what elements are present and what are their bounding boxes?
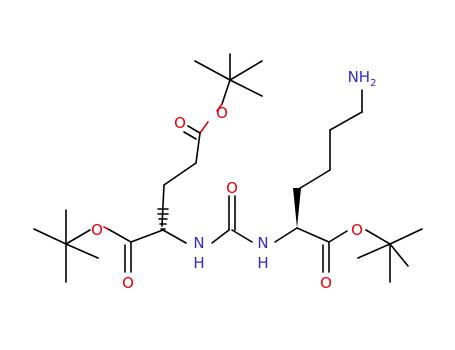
bond-alpha-right-to-carbonyl [296,227,330,243]
n-left-label: N [193,234,204,252]
o-carbonyl-top-label: O [174,114,186,132]
bond-ester-o-to-carbonyl-top [199,121,209,134]
bond-o-ester-top [216,103,223,112]
o-carbonyl-right-label: O [320,274,332,292]
o-ester-top-label: O [216,104,228,122]
bond-alpha-left-to-carbonyl [130,229,164,243]
o-urea-label: O [226,179,238,197]
bond-nh-left-to-urea-c [211,229,230,244]
o-ester-left-label: O [91,221,103,239]
bond-lys-chain-3 [329,111,363,131]
left-tert-butyl-group [33,209,99,283]
o-ester-right-label: O [351,221,363,239]
bond-chain-3 [161,184,165,227]
bond-lys-chain-1 [296,169,331,191]
bond-ester-o-right-to-tbu [365,229,391,245]
bond-alpha-left-to-nh [162,229,187,244]
bond-chain-1 [195,132,201,164]
top-tert-butyl-group [194,53,263,105]
bond-carbonyl-right-to-o [328,230,348,243]
h-right-label: H [257,254,268,272]
left-alpha-stereo-hash [157,208,169,230]
nh2-label: NH2 [348,68,377,89]
h-left-label: H [193,254,204,272]
bond-chain-2 [163,162,197,186]
bond-carbonyl-left-to-o [107,228,132,243]
bond-urea-c-to-nh-right [231,229,253,243]
bond-nh-right-to-alpha [274,227,298,243]
right-tert-butyl-group [357,228,423,283]
n-right-label: N [257,234,268,252]
right-alpha-stereo-wedge [293,188,301,228]
bond-carbonyl-top-b [183,131,197,140]
bond-carbonyl-top-a [187,125,201,134]
o-carbonyl-left-label: O [122,274,134,292]
bond-ester-o-left-to-tbu [65,229,91,245]
